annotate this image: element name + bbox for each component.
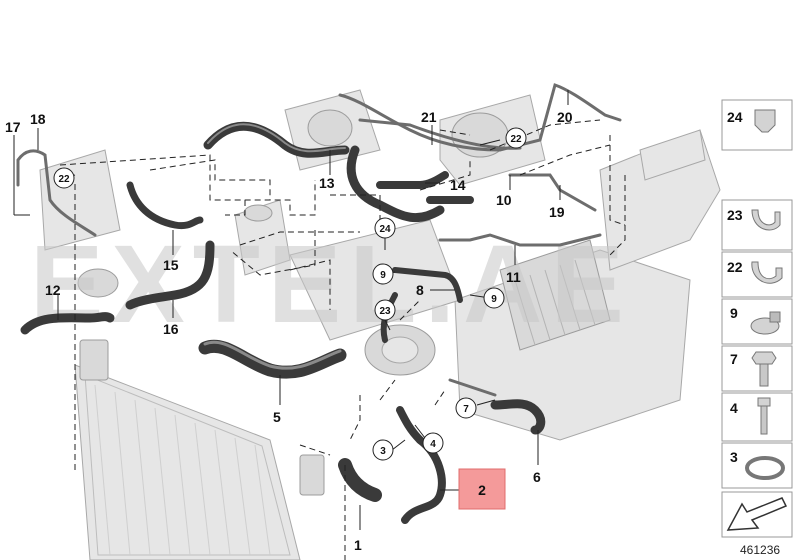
- legend-panels: 24 23 22 9 7 4: [721, 99, 793, 538]
- callout-2-highlighted[interactable]: 2: [458, 468, 506, 510]
- callout-22a: 22: [53, 167, 75, 189]
- callout-19: 19: [549, 204, 565, 220]
- callout-15: 15: [163, 257, 179, 273]
- callout-2-highlight-box[interactable]: [458, 468, 506, 510]
- callout-23-label: 23: [379, 306, 391, 317]
- callout-9b-label: 9: [491, 294, 497, 305]
- callout-13: 13: [319, 175, 335, 191]
- callout-24-label: 24: [379, 224, 391, 235]
- callout-9b: 9: [483, 287, 505, 309]
- callout-14: 14: [450, 177, 466, 193]
- callout-22b: 22: [505, 127, 527, 149]
- callout-23: 23: [374, 299, 396, 321]
- arrow-direction-icon: [726, 497, 788, 531]
- legend-panel-3[interactable]: 3: [721, 442, 793, 489]
- callout-17: 17: [5, 119, 21, 135]
- callout-1: 1: [354, 537, 362, 553]
- hoses: [16, 83, 622, 524]
- legend-panel-4-number: 4: [730, 400, 738, 416]
- reference-number: 461236: [740, 543, 780, 557]
- legend-panel-arrow[interactable]: [721, 491, 793, 538]
- callout-11: 11: [506, 269, 521, 285]
- hose-clip-icon: [751, 209, 781, 231]
- spring-clamp-icon: [745, 456, 785, 480]
- callout-21: 21: [421, 109, 437, 125]
- callout-12: 12: [45, 282, 61, 298]
- legend-panel-22-number: 22: [727, 259, 743, 275]
- bracket-clip-icon: [754, 109, 776, 133]
- callout-22a-label: 22: [58, 174, 70, 185]
- callout-22b-label: 22: [510, 134, 522, 145]
- callouts: 1 5 6 8 10 11 12 13 14 15 16 17 18 19 20…: [5, 109, 573, 553]
- legend-panel-22[interactable]: 22: [721, 251, 793, 298]
- watermark-text: EXTEL.AE: [30, 223, 632, 346]
- legend-panel-9-number: 9: [730, 305, 738, 321]
- callout-7-label: 7: [463, 404, 469, 415]
- legend-panel-3-number: 3: [730, 449, 738, 465]
- legend-panel-24[interactable]: 24: [721, 99, 793, 151]
- callout-18: 18: [30, 111, 46, 127]
- legend-panel-23[interactable]: 23: [721, 199, 793, 251]
- double-clip-icon: [751, 261, 783, 284]
- callout-7: 7: [455, 397, 477, 419]
- screw-icon: [757, 397, 771, 435]
- legend-panel-7[interactable]: 7: [721, 345, 793, 392]
- legend-panel-4[interactable]: 4: [721, 392, 793, 442]
- callout-3-label: 3: [380, 446, 386, 457]
- callout-6: 6: [533, 469, 541, 485]
- callout-4: 4: [422, 432, 444, 454]
- radiator: [74, 339, 325, 560]
- callout-4-label: 4: [430, 439, 436, 450]
- callout-16: 16: [163, 321, 179, 337]
- callout-leaders: [13, 90, 569, 530]
- legend-panel-24-number: 24: [727, 109, 743, 125]
- leader-lines: [59, 119, 626, 560]
- hex-bolt-icon: [751, 351, 777, 387]
- legend-panel-7-number: 7: [730, 351, 738, 367]
- legend-panel-9[interactable]: 9: [721, 298, 793, 345]
- callout-3: 3: [372, 439, 394, 461]
- legend-panel-23-number: 23: [727, 207, 743, 223]
- callout-2-label: 2: [478, 482, 486, 498]
- callout-10: 10: [496, 192, 512, 208]
- callout-5: 5: [273, 409, 281, 425]
- callout-24: 24: [374, 217, 396, 239]
- callout-8: 8: [416, 282, 424, 298]
- callout-9a: 9: [372, 263, 394, 285]
- callout-9a-label: 9: [380, 270, 386, 281]
- callout-20: 20: [557, 109, 573, 125]
